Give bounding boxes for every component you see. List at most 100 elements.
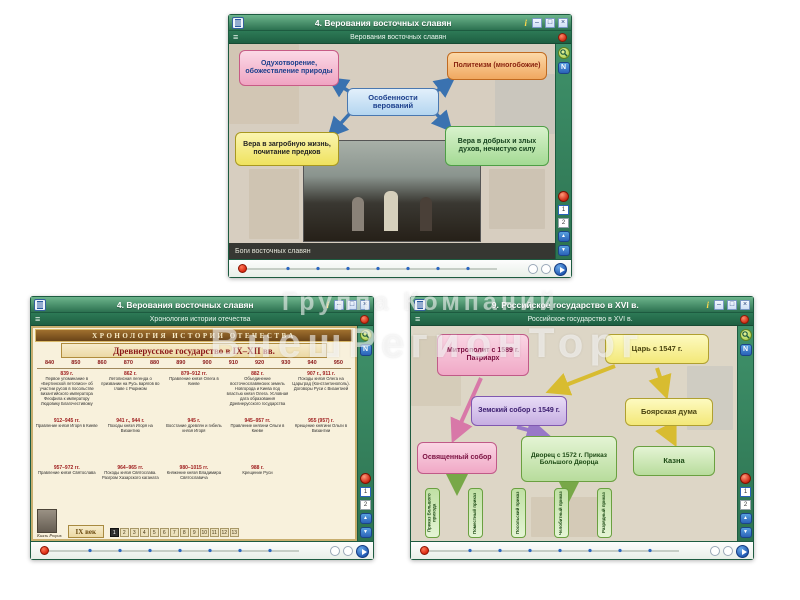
record-button[interactable]: [558, 32, 567, 42]
pagination-page[interactable]: 3: [129, 528, 139, 537]
minimize-button[interactable]: –: [532, 17, 542, 28]
playback-option-button[interactable]: [723, 546, 733, 556]
notes-button[interactable]: N: [739, 344, 752, 356]
titlebar[interactable]: 4. Верования восточных славян i – □ ×: [229, 15, 571, 31]
menu-icon[interactable]: ≡: [415, 313, 421, 324]
page-indicator-1[interactable]: 1: [740, 487, 751, 497]
marker-button[interactable]: [558, 191, 569, 202]
menu-icon[interactable]: ≡: [233, 31, 239, 42]
window-chronology: 4. Верования восточных славян i – □ × ≡ …: [30, 296, 374, 560]
timeline-event[interactable]: 862 г. Летописная легенда о призвании на…: [99, 371, 161, 416]
page-indicator-1[interactable]: 1: [360, 487, 371, 497]
maximize-button[interactable]: □: [727, 299, 737, 310]
maximize-button[interactable]: □: [347, 299, 357, 310]
page-up-icon[interactable]: ▲: [739, 513, 752, 524]
play-button[interactable]: [554, 262, 567, 276]
pagination-page[interactable]: 12: [219, 528, 229, 537]
minimize-button[interactable]: –: [714, 299, 724, 310]
play-button[interactable]: [356, 544, 369, 558]
portrait-caption: Князь Рюрик: [37, 533, 62, 538]
page-down-icon[interactable]: ▼: [359, 527, 372, 538]
marker-button[interactable]: [740, 473, 751, 484]
page-indicator-2[interactable]: 2: [558, 218, 569, 228]
info-button[interactable]: i: [524, 17, 527, 28]
pagination-page[interactable]: 7: [169, 528, 179, 537]
timeline-event[interactable]: 912–945 гг. Правление князя Игоря в Киев…: [36, 418, 98, 463]
timeline-event[interactable]: 839 г. Первое упоминание в «Бертинской л…: [36, 371, 98, 416]
maximize-button[interactable]: □: [545, 17, 555, 28]
minimize-button[interactable]: –: [334, 299, 344, 310]
playback-option-button[interactable]: [330, 546, 340, 556]
playback-option-button[interactable]: [541, 264, 551, 274]
pagination-page[interactable]: 13: [229, 528, 239, 537]
notes-button[interactable]: N: [359, 344, 372, 356]
record-button[interactable]: [360, 314, 369, 324]
notes-button[interactable]: N: [557, 62, 570, 74]
box-kazna: Казна: [633, 446, 715, 476]
playback-option-button[interactable]: [528, 264, 538, 274]
pagination-page[interactable]: 6: [159, 528, 169, 537]
zoom-icon[interactable]: [359, 329, 372, 341]
pagination-page[interactable]: 5: [149, 528, 159, 537]
playback-option-button[interactable]: [343, 546, 353, 556]
marker-button[interactable]: [360, 473, 371, 484]
timeline-thumb[interactable]: [420, 546, 429, 555]
playback-option-button[interactable]: [710, 546, 720, 556]
pagination-page[interactable]: 2: [119, 528, 129, 537]
page-up-icon[interactable]: ▲: [359, 513, 372, 524]
playback-bar: [31, 541, 373, 559]
info-button[interactable]: i: [706, 299, 709, 310]
scene-title: Верования восточных славян: [350, 33, 447, 41]
background-collage: [489, 169, 545, 229]
page-indicator-2[interactable]: 2: [740, 500, 751, 510]
pagination-page[interactable]: 1: [109, 528, 119, 537]
zoom-icon[interactable]: [739, 329, 752, 341]
pagination-page[interactable]: 4: [139, 528, 149, 537]
app-logo-icon: [414, 298, 426, 311]
box-metropolitan: Митрополит с 1589 г. Патриарх: [437, 334, 529, 376]
page-down-icon[interactable]: ▼: [739, 527, 752, 538]
pagination-page[interactable]: 9: [189, 528, 199, 537]
event-year: 912–945 гг.: [53, 418, 80, 424]
timeline-thumb[interactable]: [40, 546, 49, 555]
timeline-event[interactable]: 957–972 гг. Правление князя Святослава: [36, 465, 98, 505]
timeline-event[interactable]: 882 г. Объединение восточнославянских зе…: [226, 371, 289, 416]
page-indicator-1[interactable]: 1: [558, 205, 569, 215]
zoom-icon[interactable]: [557, 47, 570, 59]
titlebar[interactable]: 4. Верования восточных славян i – □ ×: [31, 297, 373, 313]
play-button[interactable]: [736, 544, 749, 558]
timeline-event[interactable]: 907 г., 911 г. Походы князя Олега на Цар…: [290, 371, 352, 416]
close-button[interactable]: ×: [740, 299, 750, 310]
figure: [352, 197, 364, 231]
timeline-events: 839 г. Первое упоминание в «Бертинской л…: [35, 370, 353, 505]
timeline-event[interactable]: 945–957 гг. Правление княгини Ольги в Ки…: [226, 418, 288, 463]
timeline-event[interactable]: 879–912 гг. Правление князя Олега в Киев…: [163, 371, 225, 416]
timeline-event[interactable]: 945 г. Восстание древлян и гибель князя …: [163, 418, 225, 463]
timeline-event[interactable]: 955 (957) г. Крещение княгини Ольги в Ви…: [290, 418, 352, 463]
pagination-page[interactable]: 11: [209, 528, 219, 537]
timeline-event[interactable]: 988 г. Крещение Руси: [226, 465, 288, 505]
close-button[interactable]: ×: [360, 299, 370, 310]
timeline-thumb[interactable]: [238, 264, 247, 273]
close-button[interactable]: ×: [558, 17, 568, 28]
event-year: 941 г., 944 г.: [116, 418, 145, 424]
titlebar[interactable]: 9. Российское государство в XVI в. i – □…: [411, 297, 753, 313]
record-button[interactable]: [740, 314, 749, 324]
page-down-icon[interactable]: ▼: [557, 245, 570, 256]
box-tsar: Царь с 1547 г.: [605, 334, 709, 364]
info-button[interactable]: i: [326, 299, 329, 310]
page-up-icon[interactable]: ▲: [557, 231, 570, 242]
timeline-event[interactable]: 964–965 гг. Походы князя Святослава. Раз…: [99, 465, 161, 505]
timeline-year: 850: [71, 360, 81, 366]
page-indicator-2[interactable]: 2: [360, 500, 371, 510]
timeline-year: 950: [333, 360, 343, 366]
menu-icon[interactable]: ≡: [35, 313, 41, 324]
timeline-year: 860: [97, 360, 107, 366]
side-toolbar: N 1 2 ▲ ▼: [737, 326, 753, 541]
pagination-page[interactable]: 10: [199, 528, 209, 537]
timeline-event[interactable]: 941 г., 944 г. Походы князя Игоря на Виз…: [99, 418, 161, 463]
pagination-page[interactable]: 8: [179, 528, 189, 537]
timeline-event[interactable]: 980–1015 гг. Княжение князя Владимира Св…: [163, 465, 225, 505]
